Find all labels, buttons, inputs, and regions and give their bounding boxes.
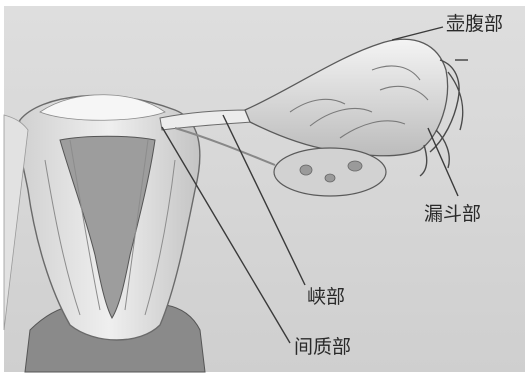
ovary xyxy=(274,148,386,196)
label-ampulla: 壶腹部 xyxy=(446,15,503,34)
label-interstitial: 间质部 xyxy=(294,338,351,357)
label-isthmus: 峡部 xyxy=(307,288,345,307)
label-infundibulum: 漏斗部 xyxy=(424,205,481,224)
